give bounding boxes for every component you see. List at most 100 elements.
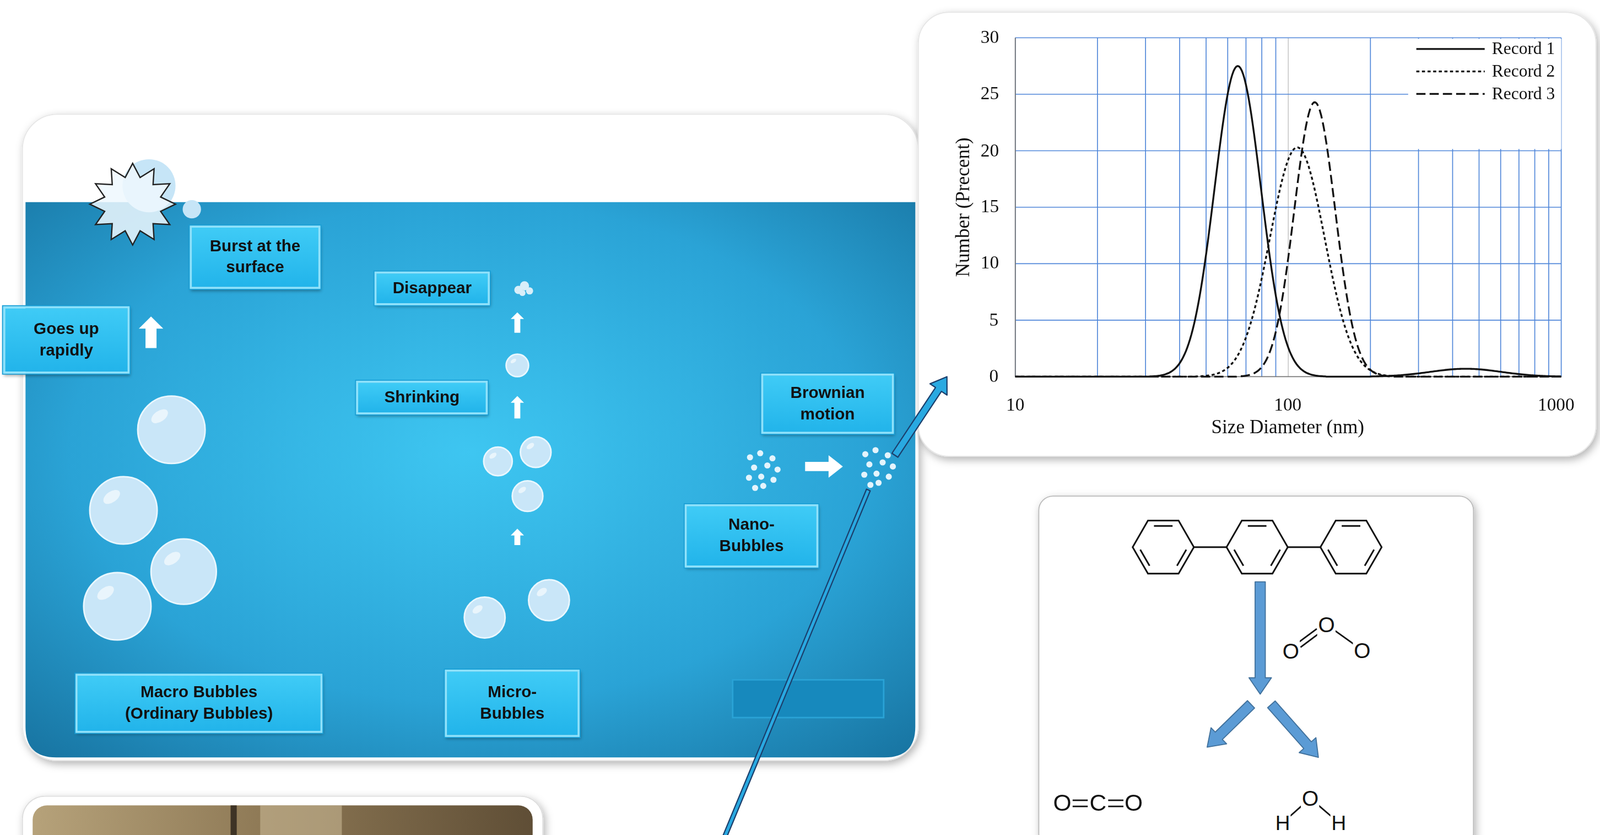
vanishing-bubble	[526, 287, 534, 295]
bubble	[464, 596, 506, 638]
label-tag: Burst at the surface	[189, 225, 321, 289]
blank-tag	[732, 679, 884, 718]
label-tag: Macro Bubbles (Ordinary Bubbles)	[75, 673, 323, 733]
tag-text: Macro Bubbles (Ordinary Bubbles)	[107, 682, 290, 725]
grid-line	[1014, 38, 1016, 377]
tick-label: 10	[1006, 395, 1025, 416]
tick-label: 1000	[1537, 395, 1575, 416]
nano-bubble	[873, 470, 880, 477]
label-tag: Micro-Bubbles	[444, 669, 580, 737]
nano-bubble	[770, 476, 777, 483]
axis-line	[1014, 38, 1016, 377]
nano-bubble	[758, 473, 765, 480]
tick-label: 30	[980, 27, 999, 48]
reaction-arrow	[1267, 700, 1319, 758]
nano-bubble	[757, 450, 764, 457]
bubble-shine	[488, 451, 498, 460]
bubble-shine	[161, 548, 183, 569]
legend-sample	[1416, 93, 1485, 95]
tick-label: 5	[989, 310, 999, 331]
bubble	[506, 354, 529, 377]
atom-symbol: O	[1052, 790, 1073, 816]
chem-bond	[1107, 805, 1124, 808]
nano-bubble	[861, 471, 868, 478]
label-tag: Brownian motion	[761, 373, 895, 434]
up-arrow	[510, 312, 524, 333]
double-bond	[1140, 549, 1150, 566]
tag-text: Burst at the surface	[198, 235, 312, 279]
grid-line	[1015, 319, 1562, 321]
label-tag: Nano-Bubbles	[684, 504, 819, 568]
chart-panel	[918, 12, 1597, 457]
ring-bond	[1287, 546, 1321, 548]
nano-bubble	[889, 463, 896, 470]
nano-bubble	[867, 481, 874, 488]
nano-bubble	[747, 453, 754, 461]
tick-label: 100	[1273, 395, 1302, 416]
nano-bubble	[872, 446, 879, 453]
grid-line	[1015, 263, 1562, 265]
double-bond	[1234, 549, 1244, 566]
bubble	[89, 476, 158, 544]
tag-text: Shrinking	[384, 386, 460, 409]
right-arrow	[804, 455, 843, 478]
pointer-lines	[719, 376, 948, 835]
reaction-arrow	[1249, 581, 1272, 695]
double-bond	[1153, 525, 1173, 527]
nano-bubble	[764, 462, 771, 469]
tag-text: Goes up rapidly	[15, 318, 118, 361]
atom-symbol: O	[1123, 790, 1144, 816]
tick-label: 25	[980, 84, 999, 105]
bubble-shine	[525, 441, 536, 451]
legend-text: Record 2	[1492, 61, 1556, 82]
label-tag: Disappear	[374, 271, 490, 306]
tag-text: Brownian motion	[771, 382, 884, 425]
photo-detail	[230, 804, 237, 835]
legend	[1416, 49, 1485, 94]
up-arrow	[510, 528, 524, 545]
up-arrow	[510, 396, 524, 419]
double-bond	[1271, 549, 1281, 566]
nano-bubble	[866, 461, 873, 468]
chem-bond	[1072, 799, 1088, 802]
grid-line	[1015, 37, 1562, 39]
photo-panel	[22, 796, 544, 835]
photo-detail	[260, 804, 342, 835]
nano-bubble	[884, 451, 891, 458]
bubble-shine	[100, 487, 123, 507]
chemistry-panel	[1038, 495, 1474, 835]
bubble	[83, 572, 151, 640]
vanishing-bubble	[519, 289, 526, 296]
photo-frame	[22, 796, 544, 835]
water-ground	[25, 202, 916, 758]
legend-text: Record 3	[1492, 83, 1556, 105]
tag-text: Disappear	[392, 277, 472, 300]
label-tag: Shrinking	[355, 380, 488, 415]
double-bond	[1247, 525, 1267, 527]
tag-text: Micro-Bubbles	[471, 682, 554, 725]
atom-symbol: C	[1088, 790, 1108, 816]
chem-bond	[1297, 628, 1317, 643]
bubble	[520, 436, 552, 468]
atom-symbol: H	[1330, 811, 1348, 834]
atom-symbol: H	[1274, 811, 1291, 834]
double-bond	[1341, 525, 1361, 527]
nano-bubble	[879, 458, 886, 466]
up-arrow	[138, 316, 164, 348]
legend-sample	[1416, 47, 1485, 50]
bubble	[137, 396, 205, 464]
pointer-arrow	[892, 376, 948, 457]
bubble-shine	[509, 357, 517, 365]
bubble-shine	[94, 582, 117, 603]
panel-frame	[22, 114, 919, 760]
grid-line	[1015, 150, 1562, 152]
legend-text: Record 1	[1492, 38, 1556, 59]
atom-symbol: O	[1300, 786, 1320, 810]
tag-text: Nano-Bubbles	[710, 514, 793, 558]
axis-title: Size Diameter (nm)	[1211, 417, 1365, 439]
bubble	[512, 480, 544, 512]
legend-sample	[1416, 70, 1485, 73]
chem-frame	[1038, 495, 1474, 835]
bubble-panel	[22, 114, 919, 760]
